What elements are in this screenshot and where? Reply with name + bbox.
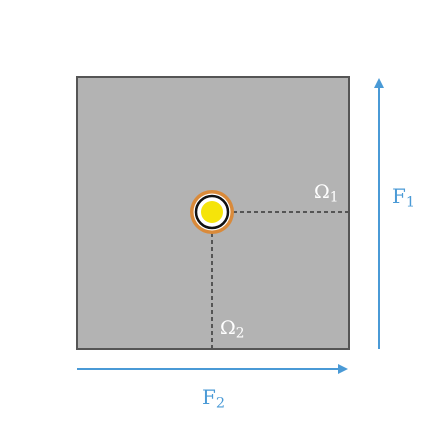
target-core xyxy=(201,201,223,223)
omega2-subscript: 2 xyxy=(235,325,245,342)
target-dark-ring xyxy=(194,194,230,230)
f1-subscript: 1 xyxy=(405,194,416,211)
f2-symbol: F xyxy=(202,385,216,409)
omega1-subscript: 1 xyxy=(329,189,339,206)
f2-label: F2 xyxy=(202,387,225,411)
omega1-label: Ω1 xyxy=(314,183,338,205)
f1-label: F1 xyxy=(392,186,415,210)
f1-symbol: F xyxy=(392,184,406,208)
omega2-label: Ω2 xyxy=(220,319,244,341)
omega2-symbol: Ω xyxy=(220,317,236,339)
f2-subscript: 2 xyxy=(215,395,226,412)
target-marker xyxy=(190,190,234,234)
omega1-symbol: Ω xyxy=(314,181,330,203)
